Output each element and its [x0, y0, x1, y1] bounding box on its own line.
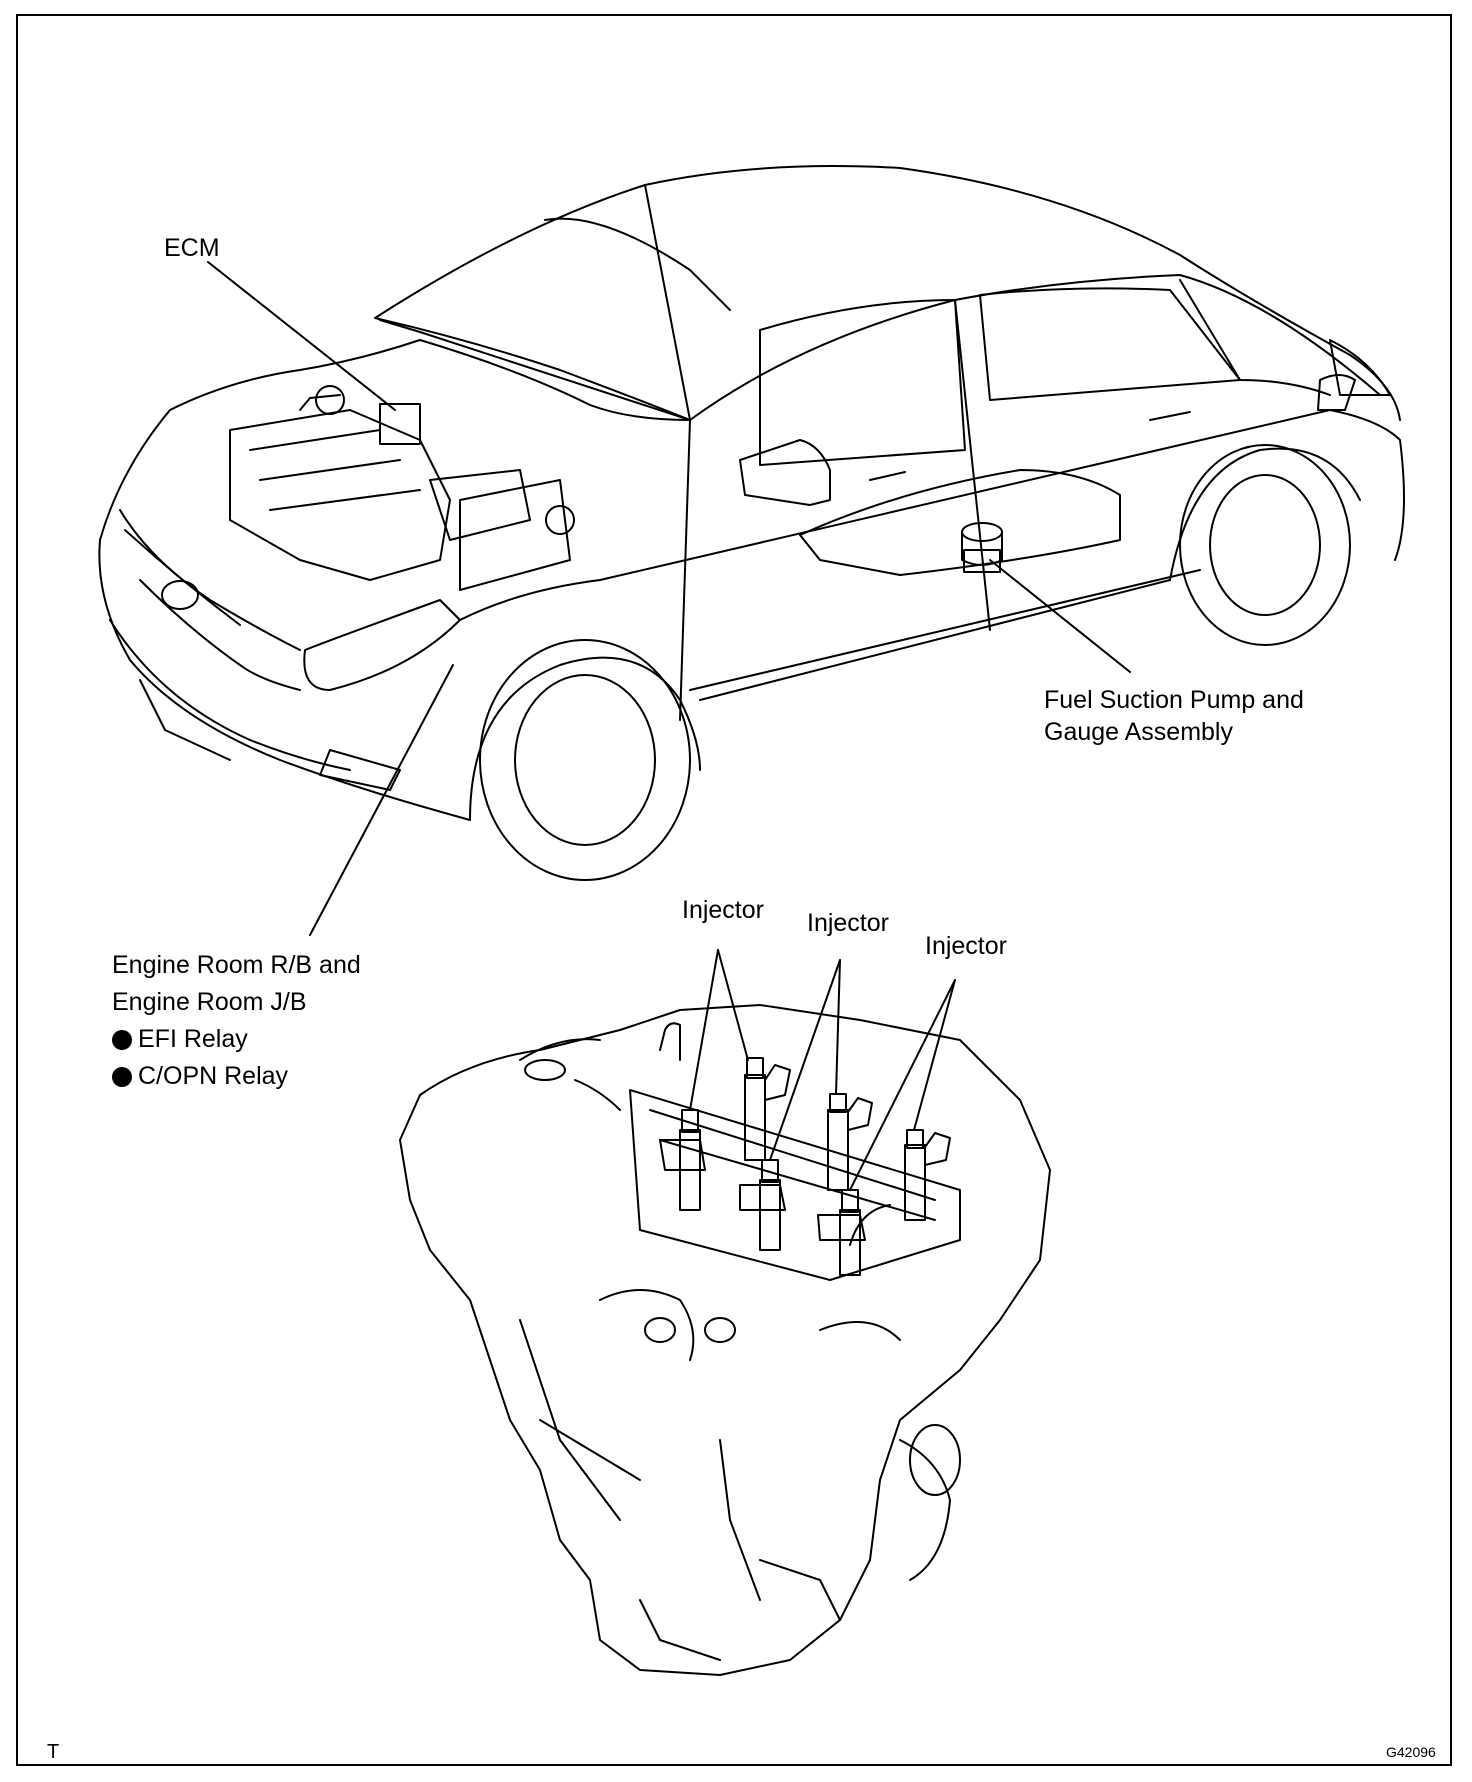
fuel-pump-leader-line: [989, 559, 1131, 673]
injector-3-leader-a: [849, 979, 956, 1191]
bullet-icon: [112, 1066, 132, 1087]
engine-room-label-line1: Engine Room R/B and: [112, 951, 361, 979]
engine-room-label: Engine Room R/B and Engine Room J/B EFI …: [112, 947, 361, 1095]
fuel-pump-label-line2: Gauge Assembly: [1044, 718, 1233, 746]
engine-room-label-line2: Engine Room J/B: [112, 988, 307, 1016]
injector-2-part: [744, 1057, 791, 1161]
relay-copn-item: C/OPN Relay: [112, 1058, 361, 1095]
engine-room-leader-line: [309, 664, 454, 936]
relay-copn-label: C/OPN Relay: [138, 1062, 289, 1090]
injector-1-leader-a: [689, 949, 719, 1111]
injector-3-part: [739, 1159, 786, 1251]
relay-efi-label: EFI Relay: [138, 1025, 248, 1053]
ecm-leader-line: [207, 261, 396, 411]
bullet-icon: [112, 1029, 132, 1050]
injector-1-leader-b: [717, 949, 749, 1061]
injector-label-2: Injector: [807, 909, 889, 937]
relay-efi-item: EFI Relay: [112, 1021, 361, 1058]
injector-5-part: [817, 1189, 866, 1276]
figure-code: G42096: [1386, 1744, 1436, 1760]
injector-2-leader-a: [769, 959, 841, 1161]
corner-code-left: T: [47, 1741, 60, 1763]
fuel-pump-label: Fuel Suction Pump and Gauge Assembly: [1044, 684, 1304, 748]
car-illustration: [98, 165, 1405, 936]
fuel-pump-label-line1: Fuel Suction Pump and: [1044, 686, 1304, 714]
injector-label-3: Injector: [925, 932, 1007, 960]
injector-2-leader-b: [835, 959, 841, 1095]
injector-4-part: [827, 1093, 873, 1191]
diagram-frame: [16, 14, 1452, 1766]
engine-illustration: [399, 949, 1051, 1676]
injector-label-1: Injector: [682, 896, 764, 924]
ecm-label: ECM: [164, 234, 220, 262]
injector-3-leader-b: [913, 979, 956, 1131]
injector-1-part: [659, 1109, 706, 1211]
